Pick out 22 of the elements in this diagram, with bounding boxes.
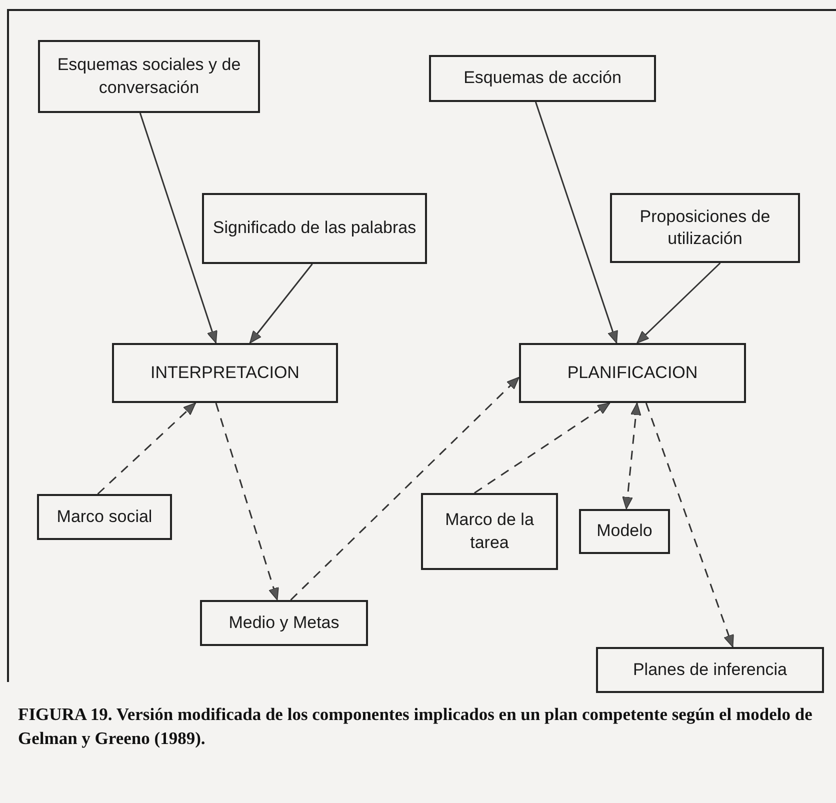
- dashed-arrow: [474, 402, 610, 494]
- dashed-arrow: [97, 402, 196, 495]
- dashed-arrow: [622, 402, 642, 510]
- concept-box: Planes de inferencia: [596, 647, 824, 693]
- concept-box: Marco social: [37, 494, 172, 540]
- figure-caption: FIGURA 19. Versión modificada de los componentes implicados en un plan competente según el modelo de Gelman y Greeno (1989).: [18, 703, 814, 750]
- concept-box: Esquemas de acción: [429, 55, 656, 102]
- concept-box: Significado de las palabras: [202, 193, 427, 264]
- concept-box: PLANIFICACION: [519, 343, 746, 403]
- concept-box: Marco de la tarea: [421, 493, 558, 570]
- arrow: [139, 112, 218, 344]
- concept-box: Medio y Metas: [200, 600, 368, 646]
- concept-box: Esquemas sociales y de conversación: [38, 40, 260, 113]
- arrow: [534, 102, 618, 344]
- dashed-arrow: [290, 376, 520, 601]
- concept-box: Modelo: [579, 509, 670, 554]
- arrow: [249, 264, 313, 344]
- dashed-arrow: [645, 402, 734, 648]
- arrow: [636, 262, 721, 344]
- concept-box: INTERPRETACION: [112, 343, 338, 403]
- dashed-arrow: [215, 402, 279, 600]
- concept-box: Proposiciones de utilización: [610, 193, 800, 263]
